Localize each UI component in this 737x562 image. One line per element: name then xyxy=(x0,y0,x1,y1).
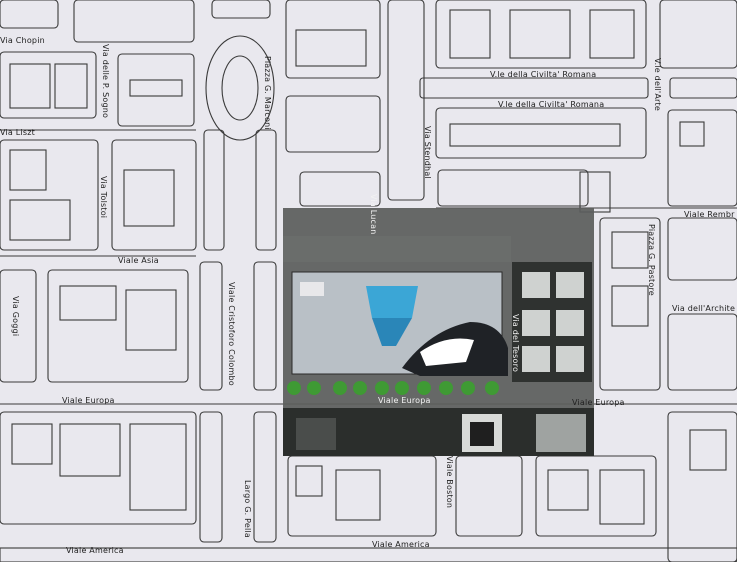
street-label-viale-europa-1: Viale Europa xyxy=(62,396,115,405)
street-label-via-tolstoi: Via Tolstoi xyxy=(99,176,108,219)
street-label-via-boston: Viale Boston xyxy=(445,456,454,509)
street-label-via-architettura: Via dell'Archite xyxy=(672,304,736,313)
street-label-viale-america-1: Viale America xyxy=(66,546,124,555)
street-label-viale-europa-2: Viale Europa xyxy=(378,396,431,405)
street-label-piazza-marconi: Piazza G. Marconi xyxy=(263,56,272,130)
street-label-via-liszt: Via Liszt xyxy=(0,128,35,137)
street-label-via-lucan: Via Lucan xyxy=(369,194,378,235)
street-label-viale-rembrandt: Viale Rembr xyxy=(684,210,735,219)
street-label-piazza-pastore: Piazza G. Pastore xyxy=(647,224,656,296)
trees xyxy=(287,381,499,395)
street-label-largo-pella: Largo G. Pella xyxy=(243,480,252,538)
street-label-viale-europa-3: Viale Europa xyxy=(572,398,625,407)
street-label-viale-cristoforo-colombo: Viale Cristoforo Colombo xyxy=(227,282,236,386)
street-label-via-chopin: Via Chopin xyxy=(0,36,45,45)
street-label-via-goggi: Via Goggi xyxy=(11,296,20,337)
street-label-viale-civilta-romana-1: V.le della Civilta' Romana xyxy=(490,70,597,79)
street-label-viale-civilta-romana-2: V.le della Civilta' Romana xyxy=(498,100,605,109)
street-label-via-stendhal: Via Stendhal xyxy=(423,126,432,179)
street-label-viale-america-2: Viale America xyxy=(372,540,430,549)
street-label-via-p-sogno: Via delle P. Sogno xyxy=(101,44,110,119)
street-label-viale-arte: V.le dell'Arte xyxy=(653,58,662,111)
street-label-via-del-tesoro: Via del Tesoro xyxy=(511,314,520,373)
street-label-viale-asia: Viale Asia xyxy=(118,256,159,265)
project-overlay xyxy=(283,208,594,456)
